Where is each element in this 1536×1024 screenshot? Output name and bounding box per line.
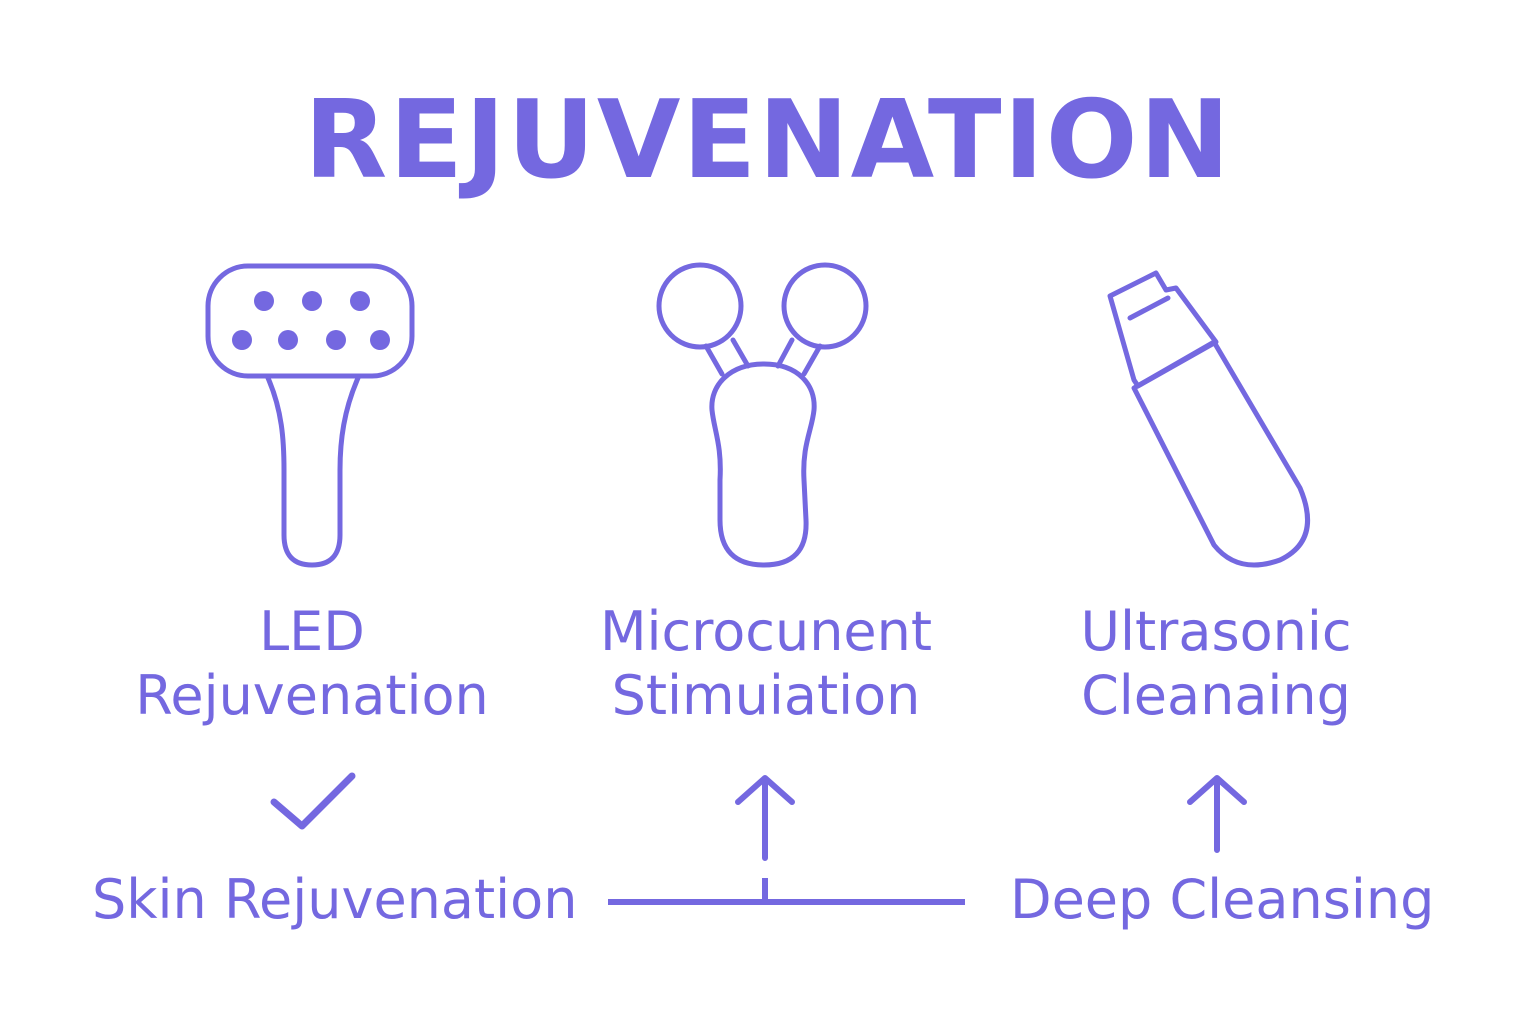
arrow-up-icon bbox=[1187, 775, 1247, 853]
page-title: REJUVENATION bbox=[304, 78, 1232, 203]
led-wand-icon bbox=[205, 263, 415, 568]
check-icon bbox=[270, 772, 356, 830]
microcurrent-roller-icon bbox=[656, 262, 869, 568]
ultrasonic-scrubber-icon bbox=[1107, 270, 1310, 568]
connector-line bbox=[608, 878, 965, 905]
arrow-up-icon bbox=[735, 775, 795, 861]
benefit-deep-cleansing: Deep Cleansing bbox=[1010, 868, 1435, 931]
benefit-skin-rejuvenation: Skin Rejuvenation bbox=[92, 868, 578, 931]
